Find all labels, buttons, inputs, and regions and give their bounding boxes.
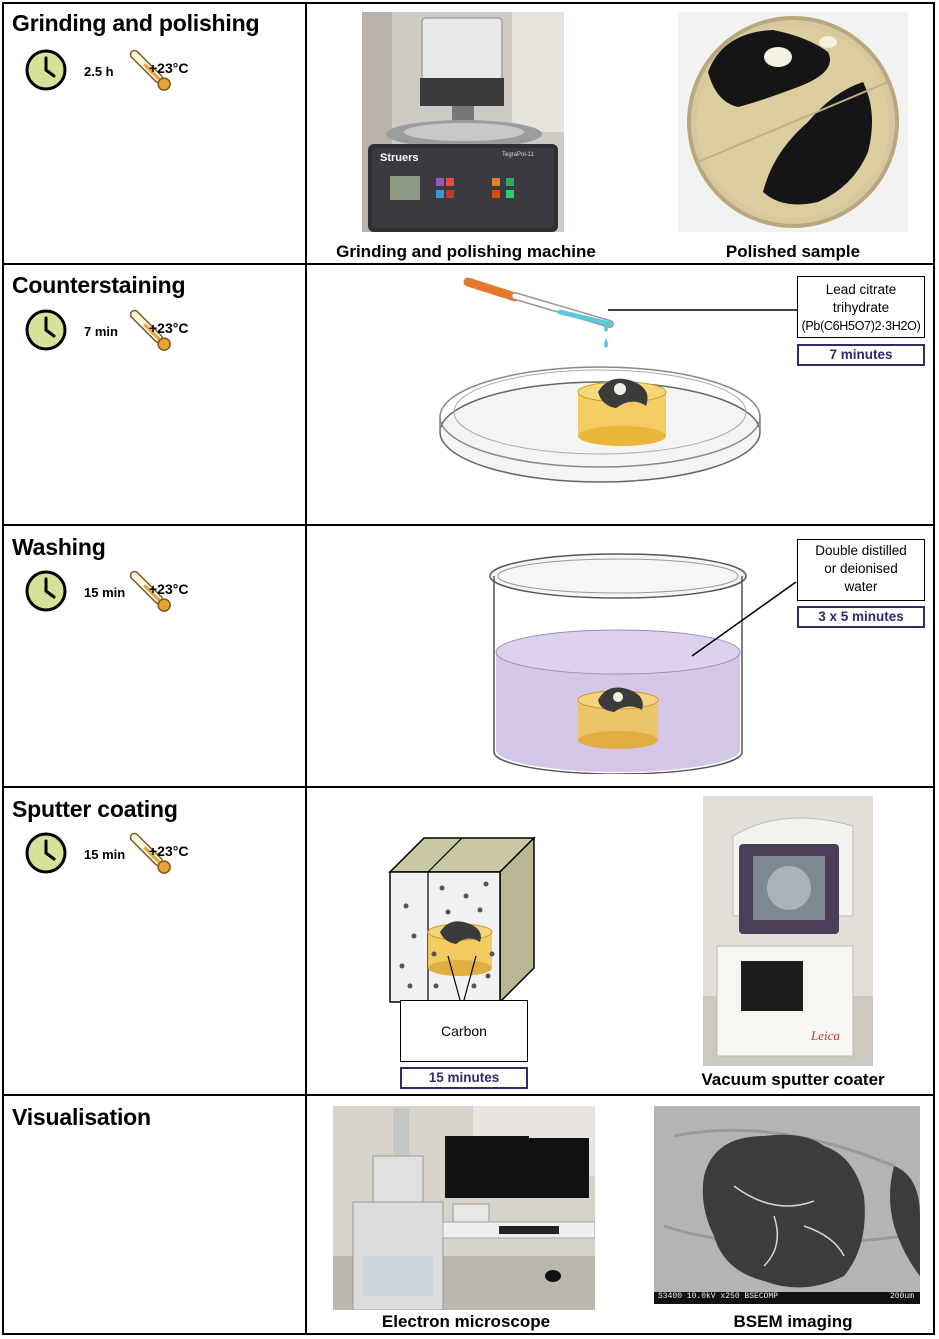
leica-brand-label: Leica [811, 1028, 840, 1043]
clock-icon [25, 309, 67, 351]
grinding-machine-caption: Grinding and polishing machine [336, 242, 596, 261]
column-divider [305, 2, 307, 1335]
temperature-label: +23°C [149, 320, 189, 336]
step-title-washing: Washing [12, 534, 106, 560]
polished-sample-photo [678, 12, 908, 232]
dropper-icon [463, 277, 614, 328]
thermometer-icon [129, 570, 171, 612]
thermometer-icon [129, 309, 171, 351]
temperature-label: +23°C [149, 843, 189, 859]
scale-bar-text: 200um [889, 1292, 914, 1301]
reagent-line: Lead citrate [825, 282, 897, 297]
reagent-line: or deionised [824, 561, 898, 576]
machine-model-label: TegraPol-11 [502, 152, 534, 158]
washing-beaker-illustration [489, 553, 747, 774]
reagent-label-box: Lead citrate trihydrate (Pb(C6H5O7)2·3H2… [797, 276, 925, 338]
drop-icon [604, 338, 608, 348]
time-label-box: 3 x 5 minutes [797, 606, 925, 628]
time-label-box: 7 minutes [797, 344, 925, 366]
row-divider-4 [2, 1094, 935, 1096]
conditions-washing: 15 min +23°C [24, 569, 224, 617]
grinding-machine-photo: Struers TegraPol-11 [362, 12, 564, 232]
thermometer-icon [129, 832, 171, 874]
reagent-label-box: Double distilled or deionised water [797, 539, 925, 601]
duration-label: 15 min [84, 585, 126, 600]
bsem-image-photo: S3400 10.0kV x250 BSECOMP 200um [654, 1106, 920, 1304]
clock-icon [25, 49, 67, 91]
time-label-box: 15 minutes [400, 1067, 528, 1089]
electron-microscope-caption: Electron microscope [381, 1312, 551, 1331]
reagent-line: water [844, 579, 878, 594]
material-label-box: Carbon [400, 1000, 528, 1062]
reagent-line: Double distilled [815, 543, 907, 558]
step-title-counterstaining: Counterstaining [12, 272, 186, 298]
electron-microscope-photo [333, 1106, 595, 1310]
pointer-line [691, 581, 797, 657]
machine-brand-label: Struers [380, 152, 419, 164]
bsem-imaging-caption: BSEM imaging [733, 1312, 853, 1331]
pointer-line [608, 309, 798, 311]
reagent-line: trihydrate [832, 300, 890, 315]
reagent-formula: (Pb(C6H5O7)2·3H2O) [801, 319, 921, 333]
step-title-sputter: Sputter coating [12, 796, 178, 822]
row-divider-3 [2, 786, 935, 788]
clock-icon [25, 570, 67, 612]
counterstain-illustration [439, 277, 761, 483]
clock-icon [25, 832, 67, 874]
duration-label: 7 min [84, 324, 118, 339]
temperature-label: +23°C [149, 581, 189, 597]
sem-info-text: S3400 10.0kV x250 BSECOMP [658, 1292, 779, 1301]
sputter-chamber-illustration [388, 836, 536, 1004]
conditions-sputter: 15 min +23°C [24, 831, 224, 879]
row-divider-1 [2, 263, 935, 265]
sputter-coater-photo: Leica [703, 796, 873, 1066]
thermometer-icon [129, 49, 171, 91]
step-title-grinding: Grinding and polishing [12, 10, 260, 36]
row-divider-2 [2, 524, 935, 526]
conditions-counterstaining: 7 min +23°C [24, 308, 224, 356]
conditions-grinding: 2.5 h +23°C [24, 48, 224, 96]
step-title-visualisation: Visualisation [12, 1104, 151, 1130]
duration-label: 15 min [84, 847, 126, 862]
polished-sample-caption: Polished sample [725, 242, 861, 261]
temperature-label: +23°C [149, 60, 189, 76]
drop-icon [604, 322, 608, 332]
sputter-coater-caption: Vacuum sputter coater [701, 1070, 885, 1089]
duration-label: 2.5 h [84, 64, 114, 79]
